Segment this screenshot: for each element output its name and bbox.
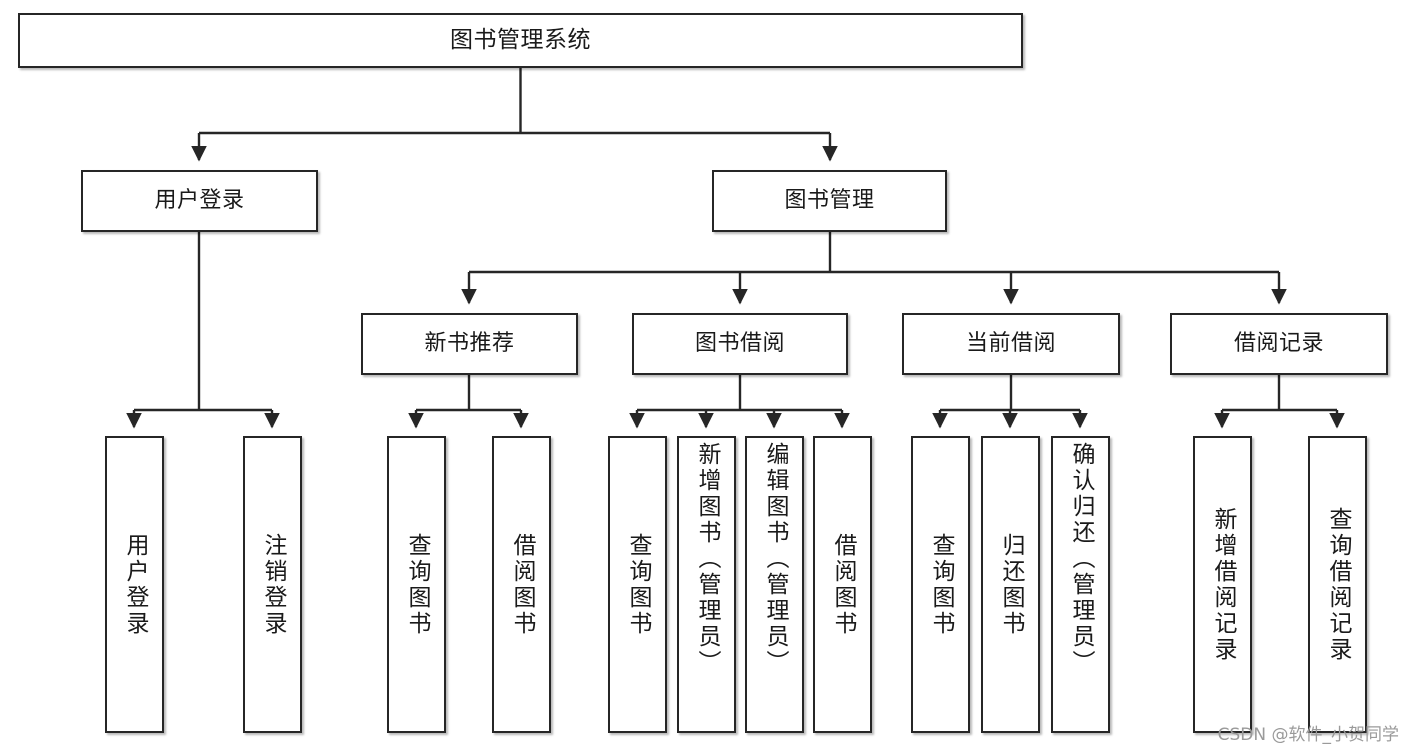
node-leaf-borrow-book-2[interactable]: 借阅图书 xyxy=(813,436,872,733)
node-leaf-add-book-label: 新增图书（管理员） xyxy=(694,442,720,676)
node-borrow-record-label: 借阅记录 xyxy=(1233,330,1324,356)
node-leaf-return-book-label: 归还图书 xyxy=(998,532,1024,637)
node-user-login-label: 用户登录 xyxy=(154,187,245,213)
node-user-login[interactable]: 用户登录 xyxy=(81,170,318,232)
node-leaf-query-record-label: 查询借阅记录 xyxy=(1325,506,1351,663)
node-leaf-edit-book[interactable]: 编辑图书（管理员） xyxy=(745,436,804,733)
node-leaf-query-book-3[interactable]: 查询图书 xyxy=(911,436,970,733)
node-new-book-rec[interactable]: 新书推荐 xyxy=(361,313,578,375)
node-leaf-borrow-book-1-label: 借阅图书 xyxy=(509,532,535,637)
node-book-manage-label: 图书管理 xyxy=(784,187,875,213)
node-leaf-query-record[interactable]: 查询借阅记录 xyxy=(1308,436,1367,733)
node-book-borrow[interactable]: 图书借阅 xyxy=(632,313,848,375)
node-leaf-logout-label: 注销登录 xyxy=(260,532,286,637)
node-leaf-query-book-1-label: 查询图书 xyxy=(404,532,430,637)
node-leaf-borrow-book-1[interactable]: 借阅图书 xyxy=(492,436,551,733)
node-leaf-user-login-label: 用户登录 xyxy=(122,532,148,637)
node-leaf-confirm-return[interactable]: 确认归还（管理员） xyxy=(1051,436,1110,733)
node-leaf-return-book[interactable]: 归还图书 xyxy=(981,436,1040,733)
csdn-watermark: CSDN @软件_小贺同学 xyxy=(1217,725,1399,745)
node-leaf-borrow-book-2-label: 借阅图书 xyxy=(830,532,856,637)
node-root[interactable]: 图书管理系统 xyxy=(18,13,1023,68)
node-leaf-user-login[interactable]: 用户登录 xyxy=(105,436,164,733)
node-leaf-add-record-label: 新增借阅记录 xyxy=(1210,506,1236,663)
node-leaf-add-book[interactable]: 新增图书（管理员） xyxy=(677,436,736,733)
node-leaf-confirm-return-label: 确认归还（管理员） xyxy=(1068,442,1094,676)
node-leaf-query-book-2[interactable]: 查询图书 xyxy=(608,436,667,733)
node-leaf-edit-book-label: 编辑图书（管理员） xyxy=(762,442,788,676)
node-root-label: 图书管理系统 xyxy=(450,26,591,53)
node-leaf-query-book-2-label: 查询图书 xyxy=(625,532,651,637)
node-new-book-rec-label: 新书推荐 xyxy=(424,330,515,356)
node-current-borrow[interactable]: 当前借阅 xyxy=(902,313,1120,375)
node-current-borrow-label: 当前借阅 xyxy=(965,330,1056,356)
node-leaf-query-book-1[interactable]: 查询图书 xyxy=(387,436,446,733)
node-leaf-add-record[interactable]: 新增借阅记录 xyxy=(1193,436,1252,733)
node-borrow-record[interactable]: 借阅记录 xyxy=(1170,313,1388,375)
node-book-borrow-label: 图书借阅 xyxy=(694,330,785,356)
node-book-manage[interactable]: 图书管理 xyxy=(712,170,947,232)
node-leaf-logout[interactable]: 注销登录 xyxy=(243,436,302,733)
node-leaf-query-book-3-label: 查询图书 xyxy=(928,532,954,637)
